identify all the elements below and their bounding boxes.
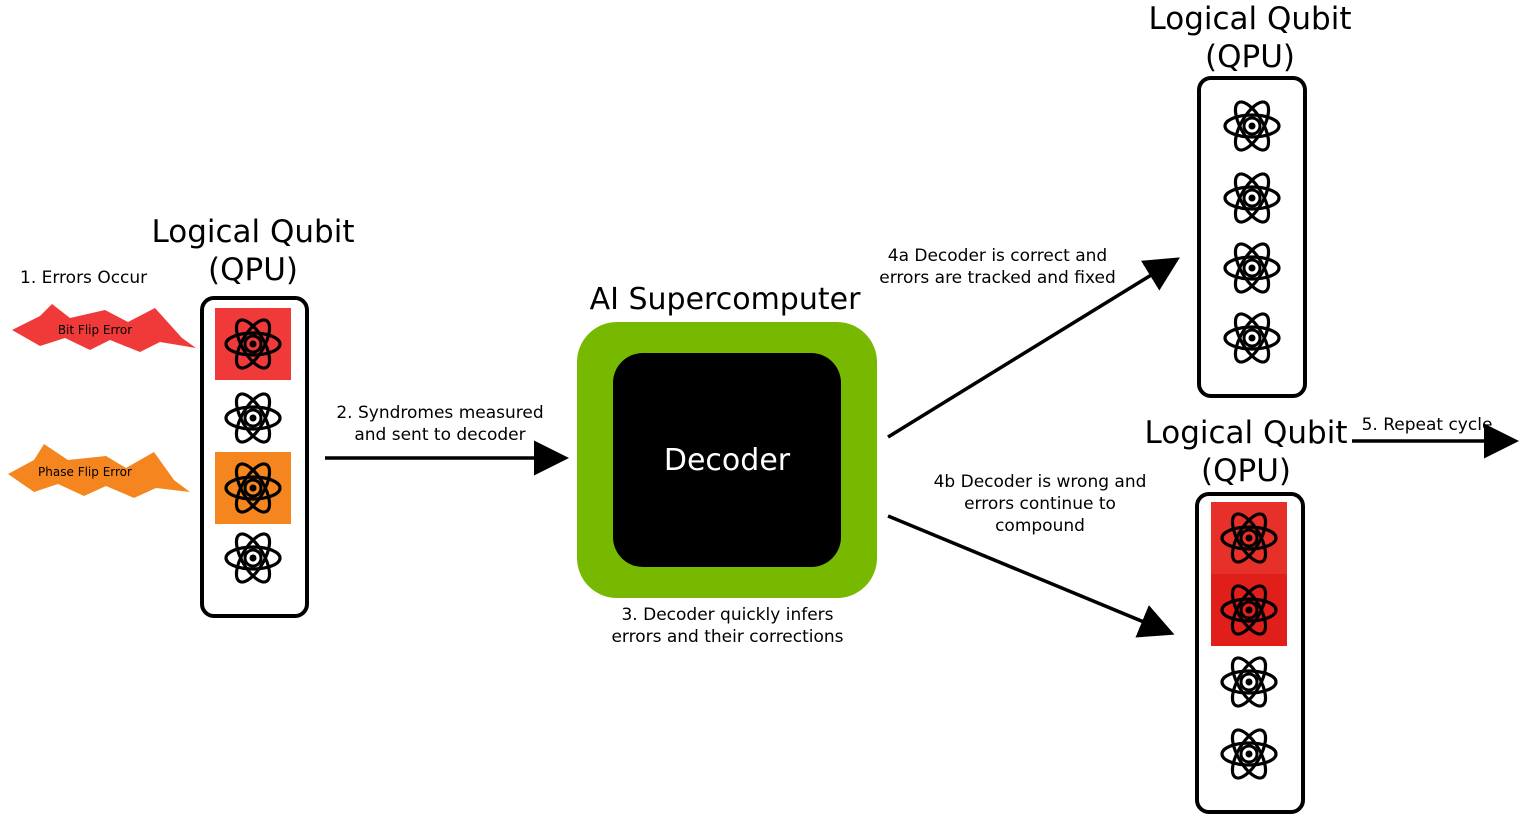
step2-line1: 2. Syndromes measured: [336, 403, 544, 423]
phase-flip-qubit: [215, 452, 291, 524]
step3-line2: errors and their corrections: [611, 627, 844, 647]
phase-flip-burst: [8, 444, 190, 498]
errors-occur-label: 1. Errors Occur: [20, 268, 148, 288]
top-right-qubit-title-line2: (QPU): [1205, 39, 1295, 75]
bit-flip-burst: [12, 304, 196, 352]
bottom-right-qubit-title-line2: (QPU): [1201, 453, 1291, 489]
step3-line1: 3. Decoder quickly infers: [621, 605, 834, 625]
arrow-correct: [887, 257, 1180, 439]
phase-flip-label: Phase Flip Error: [38, 465, 132, 479]
left-qubit-title-line1: Logical Qubit: [151, 214, 355, 250]
bottom-right-qubit-title-line1: Logical Qubit: [1144, 415, 1348, 451]
step4a-line1: 4a Decoder is correct and: [887, 246, 1108, 266]
top-right-qpu-container: [1197, 76, 1307, 398]
bottom-right-qpu-container: [1195, 492, 1305, 814]
bit-flip-label: Bit Flip Error: [57, 323, 133, 337]
step4b-line1: 4b Decoder is wrong and: [933, 472, 1147, 492]
step4b-line2: errors continue to: [964, 494, 1116, 514]
bottom-right-qubit-title: Logical Qubit (QPU): [1126, 414, 1366, 490]
top-right-qubit-title: Logical Qubit (QPU): [1130, 0, 1370, 76]
bit-flip-qubit: [215, 308, 291, 380]
step4b-caption: 4b Decoder is wrong and errors continue …: [920, 471, 1160, 537]
error-qubit: [1211, 502, 1287, 574]
decoder-label: Decoder: [663, 442, 791, 478]
step2-line2: and sent to decoder: [354, 425, 526, 445]
left-qpu-container: [200, 296, 309, 618]
step4a-caption: 4a Decoder is correct and errors are tra…: [865, 245, 1130, 289]
decoder-box: Decoder: [613, 353, 841, 567]
step4b-line3: compound: [995, 516, 1085, 536]
arrow-wrong: [887, 514, 1175, 638]
step4a-line2: errors are tracked and fixed: [879, 268, 1116, 288]
left-qubit-title: Logical Qubit (QPU): [133, 213, 373, 289]
left-qubit-title-line2: (QPU): [208, 252, 298, 288]
top-right-qubit-title-line1: Logical Qubit: [1148, 1, 1352, 37]
step5-caption: 5. Repeat cycle: [1361, 415, 1493, 435]
step3-caption: 3. Decoder quickly infers errors and the…: [590, 604, 865, 648]
step2-caption: 2. Syndromes measured and sent to decode…: [325, 402, 555, 446]
error-qubit: [1211, 574, 1287, 646]
supercomputer-title: AI Supercomputer: [589, 282, 861, 317]
